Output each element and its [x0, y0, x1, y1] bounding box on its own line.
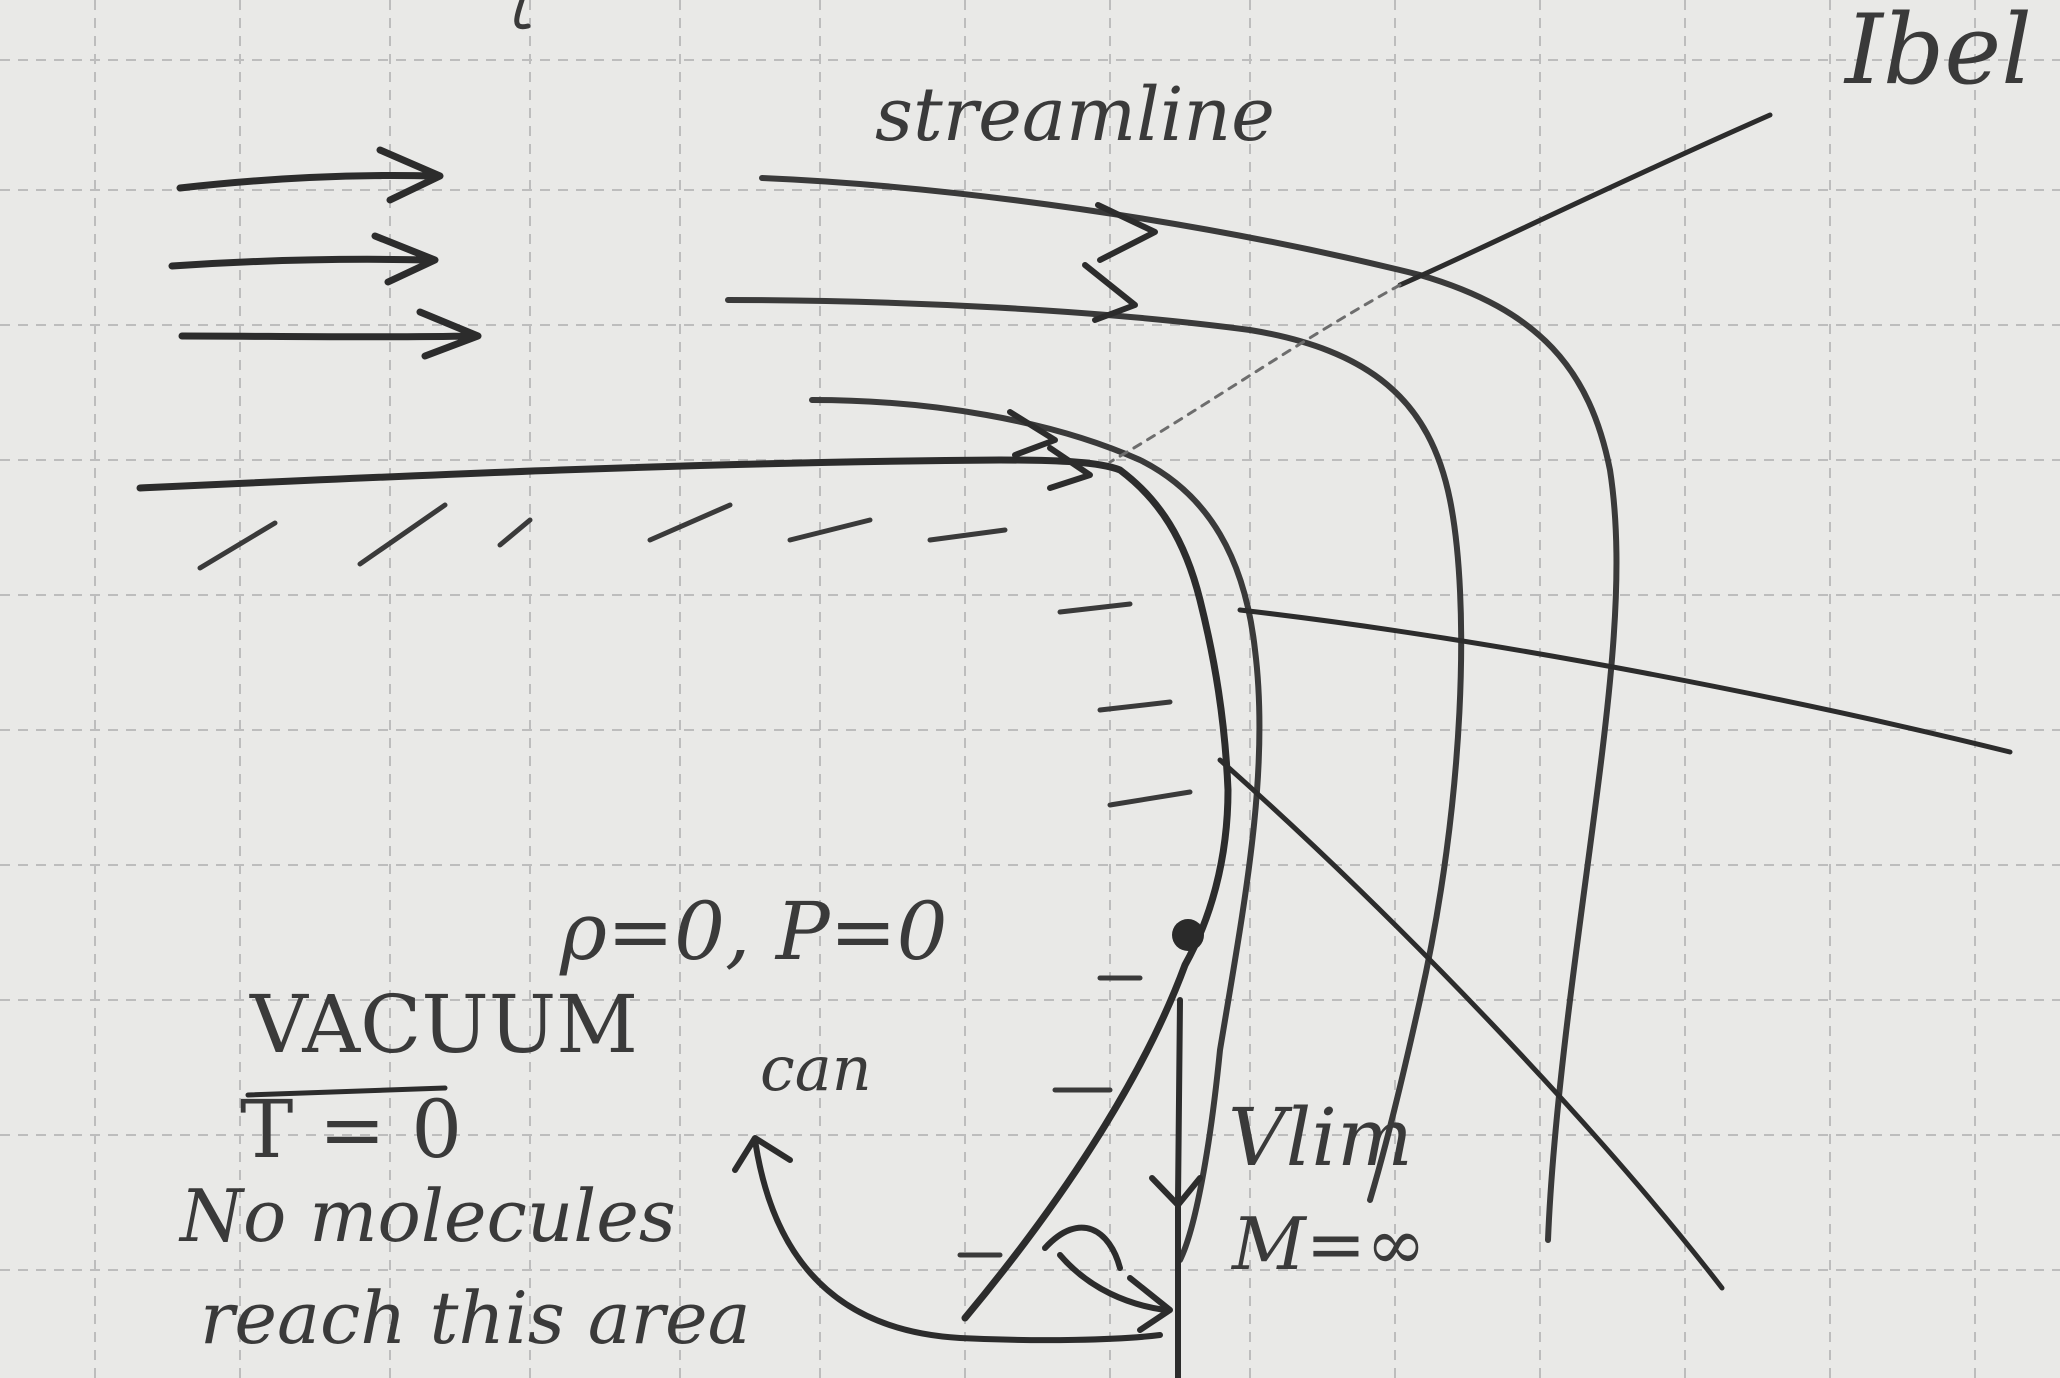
- freestream-arrow-3: [178, 308, 482, 360]
- streamline-3: [809, 397, 1263, 1263]
- rho-pressure-label: ρ=0, P=0: [560, 885, 948, 978]
- pencil-mark-top: [514, 0, 531, 30]
- streamline-arrow-3: [1007, 409, 1058, 458]
- no-molecules-label: No molecules: [180, 1174, 676, 1258]
- mach-wave-upper: [1397, 112, 1773, 288]
- freestream-arrow-2: [168, 232, 439, 286]
- streamlines: [136, 175, 1620, 1322]
- annotation-pointer: [732, 1135, 1163, 1344]
- can-label: can: [760, 1032, 872, 1105]
- freestream-arrow-1: [176, 146, 444, 204]
- body-hatching: [197, 502, 1193, 1258]
- vlim-arrow: [1149, 997, 1203, 1378]
- vlim-label: Vlim: [1228, 1091, 1413, 1184]
- streamline-2: [725, 297, 1465, 1203]
- mach-wave-middle: [1237, 607, 2013, 755]
- freestream-arrows: [168, 146, 482, 360]
- mach-waves: [1108, 112, 2013, 1291]
- streamline-arrow-top: [1095, 202, 1158, 263]
- mach-label: M=∞: [1232, 1202, 1427, 1286]
- streamline-top: [759, 175, 1620, 1243]
- vacuum-underline: [245, 1085, 448, 1098]
- sonic-point: [1172, 919, 1204, 951]
- streamline-label: streamline: [875, 72, 1275, 158]
- reach-area-label: reach this area: [200, 1276, 751, 1360]
- top-right-fragment-label: Ibel: [1845, 0, 2032, 106]
- streamline-arrow-4: [1047, 445, 1093, 491]
- vacuum-label: VACUUM: [250, 978, 639, 1071]
- angle-arc: [1042, 1224, 1173, 1333]
- stagnation-streamline: [136, 456, 1232, 1322]
- streamline-arrow-2: [1082, 262, 1138, 323]
- mach-wave-upper-dashed: [1108, 283, 1402, 464]
- mach-wave-lower: [1217, 757, 1725, 1291]
- temperature-label: T = 0: [240, 1083, 463, 1176]
